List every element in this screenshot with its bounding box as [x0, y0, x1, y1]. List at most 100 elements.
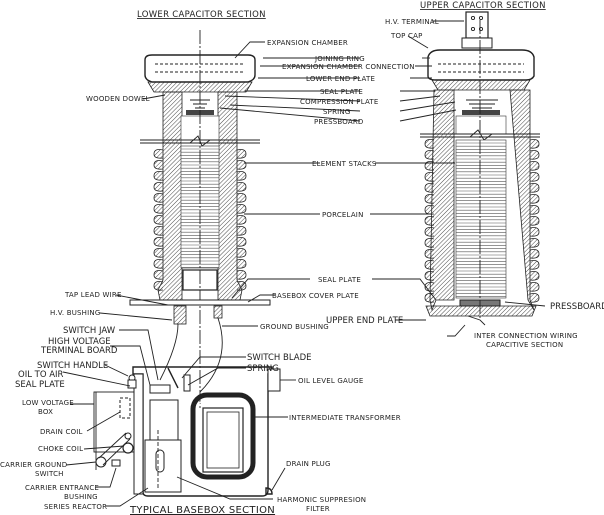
- label-spring-base: SPRING: [247, 364, 279, 374]
- porcelain-shed: [424, 172, 435, 182]
- porcelain-shed: [236, 204, 247, 214]
- porcelain-shed: [424, 238, 435, 248]
- upper-end-plate: [425, 305, 537, 317]
- label-lower-end-plate: LOWER END PLATE: [306, 75, 375, 83]
- title-lower-capacitor: LOWER CAPACITOR SECTION: [137, 10, 266, 20]
- label-ground-bushing: GROUND BUSHING: [260, 323, 329, 331]
- label-seal-plate-top: SEAL PLATE: [320, 88, 363, 96]
- title-upper-capacitor: UPPER CAPACITOR SECTION: [420, 1, 546, 11]
- label-porcelain: PORCELAIN: [322, 211, 364, 219]
- porcelain-shed: [529, 172, 540, 182]
- label-tap-lead-wire: TAP LEAD WIRE: [64, 291, 122, 299]
- leader-lines: [62, 20, 546, 507]
- label-compression-plate: COMPRESSION PLATE: [300, 98, 379, 106]
- porcelain-shed: [236, 270, 247, 280]
- label-carrier-entrance-1: CARRIER ENTRANCE: [25, 484, 99, 492]
- porcelain-shed: [153, 270, 164, 280]
- porcelain-shed: [153, 237, 164, 247]
- porcelain-shed: [529, 194, 540, 204]
- label-intermediate-transformer: INTERMEDIATE TRANSFORMER: [289, 414, 401, 422]
- label-carrier-ground-1: CARRIER GROUND: [0, 461, 67, 469]
- label-wooden-dowel: WOODEN DOWEL: [86, 95, 150, 103]
- porcelain-shed: [153, 171, 164, 181]
- porcelain-shed: [236, 248, 247, 258]
- lower-capacitor-column: [129, 30, 271, 410]
- label-carrier-entrance-2: BUSHING: [64, 493, 98, 501]
- label-low-voltage-box-1: LOW VOLTAGE: [22, 399, 74, 407]
- label-expansion-chamber: EXPANSION CHAMBER: [267, 39, 348, 47]
- label-basebox-cover-plate: BASEBOX COVER PLATE: [272, 292, 359, 300]
- label-pressboard-bottom: PRESSBOARD: [550, 302, 604, 312]
- label-hv-terminal-board-2: TERMINAL BOARD: [40, 346, 118, 356]
- porcelain-shed: [424, 150, 435, 160]
- porcelain-shed: [424, 139, 435, 149]
- porcelain-shed: [529, 249, 540, 259]
- title-basebox: TYPICAL BASEBOX SECTION: [129, 505, 275, 515]
- porcelain-shed: [153, 182, 164, 192]
- label-oil-to-air-1: OIL TO AIR: [18, 370, 64, 380]
- porcelain-shed: [153, 226, 164, 236]
- drain-plug: [265, 487, 273, 495]
- basebox: [93, 317, 281, 497]
- porcelain-shed: [529, 139, 540, 149]
- label-harmonic-1: HARMONIC SUPPRESION: [277, 496, 366, 504]
- labels: H.V. TERMINAL TOP CAP EXPANSION CHAMBER …: [0, 18, 604, 513]
- label-interconnection-1: INTER CONNECTION WIRING: [474, 332, 578, 340]
- label-choke-coil: CHOKE COIL: [38, 445, 83, 453]
- porcelain-shed: [424, 161, 435, 171]
- label-series-reactor: SERIES REACTOR: [44, 503, 107, 511]
- choke-coil: [122, 442, 134, 454]
- porcelain-shed: [236, 226, 247, 236]
- label-switch-jaw: SWITCH JAW: [63, 326, 116, 336]
- porcelain-shed: [424, 293, 435, 303]
- label-upper-end-plate: UPPER END PLATE: [326, 316, 403, 326]
- porcelain-shed: [424, 183, 435, 193]
- porcelain-shed: [153, 281, 164, 291]
- label-switch-blade: SWITCH BLADE: [247, 353, 312, 363]
- porcelain-shed: [153, 193, 164, 203]
- label-hv-bushing: H.V. BUSHING: [50, 309, 100, 317]
- porcelain-shed: [424, 205, 435, 215]
- label-seal-plate-bottom: SEAL PLATE: [318, 276, 361, 284]
- porcelain-shed: [529, 205, 540, 215]
- porcelain-shed: [529, 293, 540, 303]
- top-cap: [427, 49, 535, 81]
- expansion-chamber: [144, 54, 256, 83]
- porcelain-shed: [529, 216, 540, 226]
- porcelain-shed: [424, 216, 435, 226]
- label-harmonic-2: FILTER: [306, 505, 330, 513]
- label-expansion-chamber-connection: EXPANSION CHAMBER CONNECTION: [282, 63, 415, 71]
- label-joining-ring: JOINING RING: [314, 55, 365, 63]
- porcelain-shed: [529, 150, 540, 160]
- label-hv-terminal: H.V. TERMINAL: [385, 18, 439, 26]
- label-oil-level-gauge: OIL LEVEL GAUGE: [298, 377, 364, 385]
- porcelain-shed: [529, 260, 540, 270]
- label-drain-plug: DRAIN PLUG: [286, 460, 331, 468]
- label-hv-terminal-board-1: HIGH VOLTAGE: [48, 337, 111, 347]
- porcelain-shed: [529, 161, 540, 171]
- porcelain-shed: [529, 227, 540, 237]
- label-top-cap: TOP CAP: [390, 32, 423, 40]
- label-carrier-ground-2: SWITCH: [35, 470, 64, 478]
- hv-terminal: [465, 11, 489, 39]
- porcelain-shed: [529, 271, 540, 281]
- porcelain-shed: [236, 237, 247, 247]
- label-low-voltage-box-2: BOX: [38, 408, 53, 416]
- porcelain-shed: [236, 182, 247, 192]
- label-drain-coil: DRAIN COIL: [40, 428, 83, 436]
- porcelain-shed: [153, 215, 164, 225]
- porcelain-shed: [153, 160, 164, 170]
- porcelain-shed: [529, 183, 540, 193]
- porcelain-shed: [529, 238, 540, 248]
- label-oil-to-air-2: SEAL PLATE: [15, 380, 65, 390]
- porcelain-shed: [236, 215, 247, 225]
- porcelain-shed: [236, 259, 247, 269]
- hv-bushing: [173, 305, 187, 325]
- upper-element-stack: [455, 139, 507, 299]
- porcelain-shed: [153, 248, 164, 258]
- lower-porcelain: [157, 91, 243, 301]
- porcelain-shed: [529, 282, 540, 292]
- porcelain-shed: [153, 259, 164, 269]
- porcelain-shed: [236, 171, 247, 181]
